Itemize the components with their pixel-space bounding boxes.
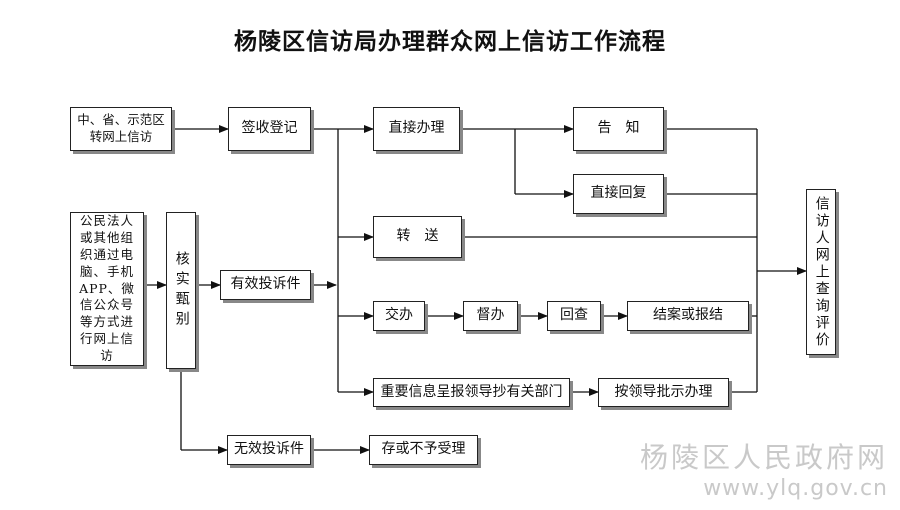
- node-invalid-complaint: 无效投诉件: [227, 435, 311, 465]
- node-online-evaluate: 信访人网上查询评价: [806, 189, 836, 355]
- node-sign-register: 签收登记: [228, 107, 311, 151]
- node-store-reject: 存或不予受理: [369, 435, 478, 465]
- watermark-url: www.ylq.gov.cn: [703, 476, 888, 501]
- node-transfer: 转 送: [373, 216, 462, 258]
- node-valid-complaint: 有效投诉件: [220, 270, 311, 300]
- node-central-transfer: 中、省、示范区转网上信访: [70, 107, 172, 151]
- node-review: 回查: [547, 301, 601, 331]
- node-leader-instruction: 按领导批示办理: [598, 378, 729, 407]
- node-public-online: 公民法人或其他组织通过电脑、手机APP、微信公众号等方式进行网上信访: [70, 212, 144, 366]
- node-direct-reply: 直接回复: [573, 174, 664, 214]
- watermark: 杨陵区人民政府网 www.ylq.gov.cn: [640, 436, 888, 501]
- node-assign: 交办: [373, 301, 425, 331]
- node-notify: 告 知: [573, 107, 664, 151]
- node-supervise: 督办: [463, 301, 518, 331]
- node-verify: 核实甄别: [166, 212, 196, 369]
- node-close-case: 结案或报结: [627, 301, 749, 331]
- watermark-site-name: 杨陵区人民政府网: [639, 441, 888, 474]
- node-report-leader: 重要信息呈报领导抄有关部门: [373, 378, 570, 407]
- page-title: 杨陵区信访局办理群众网上信访工作流程: [234, 28, 666, 55]
- node-direct-handle: 直接办理: [373, 107, 460, 151]
